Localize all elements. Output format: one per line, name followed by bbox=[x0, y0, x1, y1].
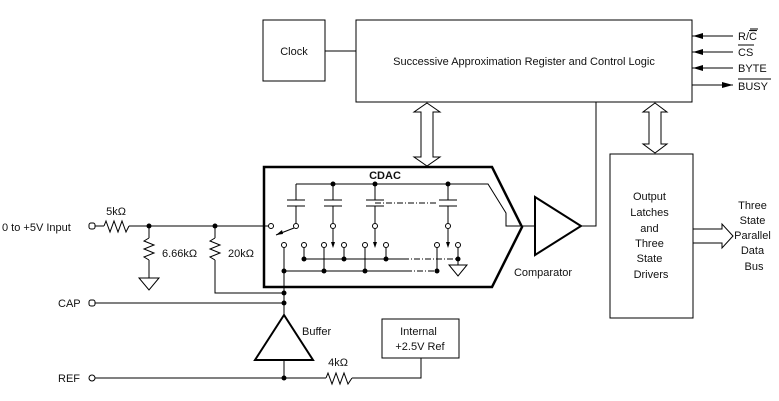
cdac-capacitors bbox=[287, 184, 457, 223]
buffer-label: Buffer bbox=[302, 326, 331, 338]
comparator-to-sar-wire bbox=[581, 102, 597, 227]
resistor-4k-label: 4kΩ bbox=[328, 357, 348, 369]
pin-ref-label: REF bbox=[58, 373, 80, 385]
resistor-20k-label: 20kΩ bbox=[228, 248, 254, 260]
cap-section: CAP bbox=[58, 293, 287, 315]
input-terminal[interactable] bbox=[88, 222, 96, 230]
data-bus-arrow bbox=[692, 222, 734, 250]
buffer: Buffer bbox=[253, 313, 331, 378]
ref-terminal[interactable] bbox=[88, 374, 96, 382]
output-latches-block: Output Latches and Three State Drivers bbox=[609, 153, 694, 319]
input-section: 0 to +5V Input 5kΩ 6.66kΩ 20kΩ bbox=[2, 206, 287, 296]
svg-text:Output Latches and: Output Latches and Three State Drivers bbox=[630, 191, 672, 281]
cdac-top-rail bbox=[296, 183, 520, 227]
pin-cs-label: CS bbox=[738, 47, 753, 59]
cdac-switches bbox=[268, 223, 469, 296]
cs-arrow-icon bbox=[693, 49, 703, 55]
pin-cap-label: CAP bbox=[58, 298, 81, 310]
rc-arrow-icon bbox=[693, 33, 703, 39]
comparator-label: Comparator bbox=[514, 267, 572, 279]
cdac-label: CDAC bbox=[369, 170, 401, 182]
junction-dot bbox=[445, 181, 451, 187]
ground-icon bbox=[447, 264, 469, 277]
resistor-6k66-icon bbox=[142, 237, 156, 261]
resistor-5k-label: 5kΩ bbox=[106, 206, 126, 218]
resistor-20k-icon bbox=[208, 237, 222, 261]
sar-latches-bus-arrow bbox=[641, 102, 669, 154]
comparator: Comparator bbox=[514, 195, 583, 279]
pin-busy-label: BUSY bbox=[738, 81, 769, 93]
ground-icon bbox=[137, 277, 161, 291]
svg-text:Internal +2.5V Ref: Internal +2.5V Ref bbox=[395, 326, 445, 353]
ref-section: REF 4kΩ bbox=[58, 357, 422, 386]
sar-cdac-bus-arrow bbox=[412, 102, 442, 167]
junction-dot bbox=[372, 181, 378, 187]
internal-ref-block: Internal +2.5V Ref bbox=[381, 318, 460, 359]
control-pins: R/C CS BYTE BUSY bbox=[692, 28, 771, 93]
clock-label: Clock bbox=[280, 46, 308, 58]
pin-rc-label: R/C bbox=[738, 31, 757, 43]
pin-input-label: 0 to +5V Input bbox=[2, 222, 71, 234]
pin-byte-label: BYTE bbox=[738, 63, 767, 75]
sar-block: Successive Approximation Register and Co… bbox=[355, 19, 693, 103]
resistor-6k66-label: 6.66kΩ bbox=[162, 248, 197, 260]
resistor-4k-icon bbox=[325, 371, 353, 386]
cdac-block: CDAC bbox=[262, 165, 524, 289]
data-bus-label: Three State Parallel Data Bus bbox=[734, 200, 774, 273]
resistor-5k-icon bbox=[103, 219, 130, 234]
byte-arrow-icon bbox=[693, 65, 703, 71]
sar-label: Successive Approximation Register and Co… bbox=[393, 56, 655, 68]
junction-dot bbox=[330, 181, 336, 187]
clock-block: Clock bbox=[262, 19, 326, 82]
cap-terminal[interactable] bbox=[88, 299, 96, 307]
busy-arrow-icon bbox=[722, 82, 733, 88]
